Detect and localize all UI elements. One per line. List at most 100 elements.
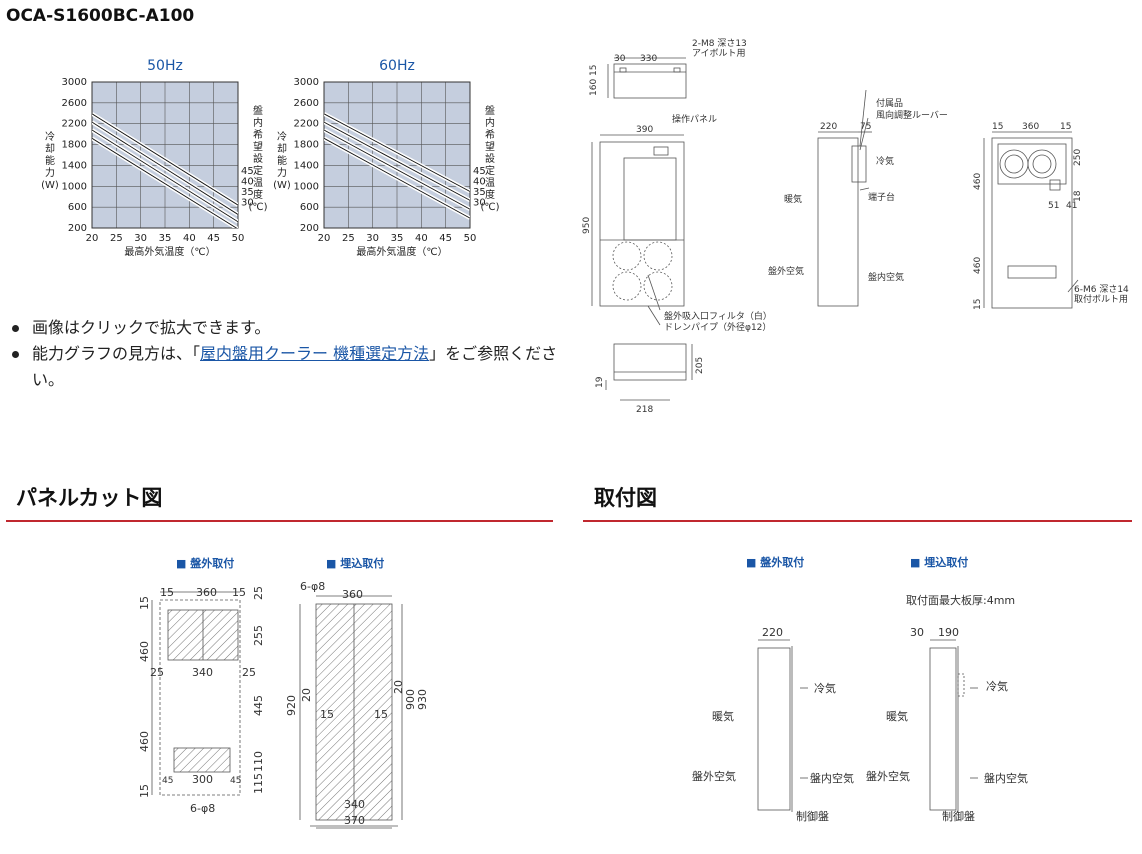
- top-view-outline: [613, 63, 687, 99]
- dim-text: 370: [344, 814, 365, 827]
- x-tick-label: 30: [134, 233, 147, 244]
- callout-text: 取付ボルト用: [1074, 294, 1128, 305]
- y-tick-label: 600: [300, 202, 319, 213]
- y-tick-label: 2600: [62, 98, 87, 109]
- dimension-drawing[interactable]: 30 330 2-M8 深さ13 アイボルト用 15 160 390 操作パネル…: [580, 30, 1140, 420]
- dim-text: 25: [150, 666, 164, 679]
- y-axis-label: 却: [277, 143, 287, 155]
- section-title-mounting: 取付図: [594, 486, 657, 510]
- setpoint-label: 定: [253, 164, 263, 177]
- y-tick-label: 2600: [294, 98, 319, 109]
- label-text: 盤内空気: [984, 771, 1028, 785]
- y-tick-label: 600: [68, 202, 87, 213]
- dim-text: 19: [595, 376, 605, 388]
- panel-cut-drawing[interactable]: ■ 盤外取付 ■ 埋込取付 15 360 15 25 15 255 460 25…: [130, 550, 450, 840]
- section-rule: [6, 520, 553, 522]
- mounting-drawing[interactable]: ■ 盤外取付 ■ 埋込取付 取付面最大板厚:4mm 220 冷気 暖気 盤外空気…: [680, 550, 1060, 840]
- label-text: 暖気: [886, 709, 908, 723]
- dim-text: 20: [392, 680, 405, 694]
- label-text: 制御盤: [942, 809, 975, 823]
- label-text: 盤外空気: [768, 265, 804, 277]
- back-view-outline: [991, 137, 1073, 309]
- dim-text: 115: [252, 773, 265, 794]
- setpoint-label: (℃): [248, 202, 267, 213]
- label-text: 盤外空気: [692, 769, 736, 783]
- graph-title: 60Hz: [379, 58, 415, 74]
- y-tick-label: 1400: [62, 160, 87, 171]
- dim-text: 110: [252, 751, 265, 772]
- series-label: 35: [473, 187, 486, 198]
- section-title-panel-cut: パネルカット図: [16, 486, 163, 510]
- dim-text: 330: [640, 54, 657, 64]
- dim-text: 340: [192, 666, 213, 679]
- dim-text: 930: [416, 689, 429, 710]
- note-text: 画像はクリックで拡大できます。: [32, 318, 271, 337]
- x-tick-label: 35: [391, 233, 404, 244]
- ext-mount-title: ■ 盤外取付: [746, 555, 804, 569]
- dim-text: 45: [162, 776, 173, 786]
- dim-text: 445: [252, 695, 265, 716]
- front-view-outline: [599, 141, 685, 307]
- x-tick-label: 50: [232, 233, 245, 244]
- setpoint-label: 温: [485, 177, 495, 189]
- ext-mount-title: ■ 盤外取付: [176, 556, 234, 570]
- series-label: 45: [241, 166, 254, 177]
- dim-text: 15: [138, 596, 151, 610]
- y-axis-label: 却: [45, 143, 55, 155]
- dim-text: 30: [614, 54, 626, 64]
- dim-text: 360: [342, 588, 363, 601]
- series-label: 45: [473, 166, 486, 177]
- setpoint-label: 設: [253, 152, 263, 165]
- dim-text: 15: [232, 586, 246, 599]
- x-tick-label: 30: [366, 233, 379, 244]
- dim-text: 30: [910, 626, 924, 639]
- dim-text: 220: [762, 626, 783, 639]
- note-text: 」をご参照ください。: [32, 344, 558, 389]
- emb-mount-title: ■ 埋込取付: [910, 555, 968, 569]
- dim-text: 45: [230, 776, 241, 786]
- dim-text: 15: [320, 708, 334, 721]
- dim-text: 950: [582, 217, 592, 234]
- max-thickness: 取付面最大板厚:4mm: [906, 593, 1015, 607]
- series-line: [324, 113, 470, 192]
- series-label: 30: [241, 198, 254, 209]
- plot-frame: [323, 81, 471, 229]
- y-tick-label: 1400: [294, 160, 319, 171]
- series-label: 30: [473, 198, 486, 209]
- setpoint-label: 希: [253, 128, 263, 141]
- label-text: 盤外吸入口フィルタ（白）: [664, 310, 772, 322]
- x-axis-label: 最高外気温度（℃）: [356, 245, 447, 258]
- note-text: 能力グラフの見方は、「: [32, 344, 201, 363]
- series-line: [324, 129, 470, 210]
- y-tick-label: 1800: [294, 140, 319, 151]
- x-tick-label: 40: [415, 233, 428, 244]
- dim-text: 6-φ8: [300, 580, 325, 593]
- label-text: 盤外空気: [866, 769, 910, 783]
- dim-text: 51: [1048, 201, 1059, 211]
- section-rule: [583, 520, 1132, 522]
- selection-method-link[interactable]: 屋内盤用クーラー 機種選定方法: [200, 344, 430, 363]
- x-tick-label: 45: [207, 233, 220, 244]
- note-item: 能力グラフの見方は、「屋内盤用クーラー 機種選定方法」をご参照ください。: [8, 341, 568, 393]
- series-label: 40: [241, 177, 254, 188]
- label-text: 暖気: [784, 193, 802, 205]
- dim-text: 190: [938, 626, 959, 639]
- dim-text: 255: [252, 625, 265, 646]
- dim-text: 390: [636, 125, 653, 135]
- bottom-view-outline: [613, 343, 687, 381]
- x-tick-label: 20: [318, 233, 331, 244]
- dim-text: 6-φ8: [190, 802, 215, 815]
- dim-text: 250: [1073, 149, 1083, 166]
- series-line: [324, 137, 470, 219]
- dim-text: 20: [300, 688, 313, 702]
- dim-text: 360: [1022, 122, 1039, 132]
- y-tick-label: 2200: [62, 119, 87, 130]
- y-axis-label: 力: [45, 166, 55, 179]
- setpoint-label: 設: [485, 152, 495, 165]
- callout-text: 2-M8 深さ13: [692, 38, 747, 49]
- setpoint-label: 望: [253, 140, 263, 153]
- setpoint-label: (℃): [480, 202, 499, 213]
- dim-text: 205: [695, 357, 705, 374]
